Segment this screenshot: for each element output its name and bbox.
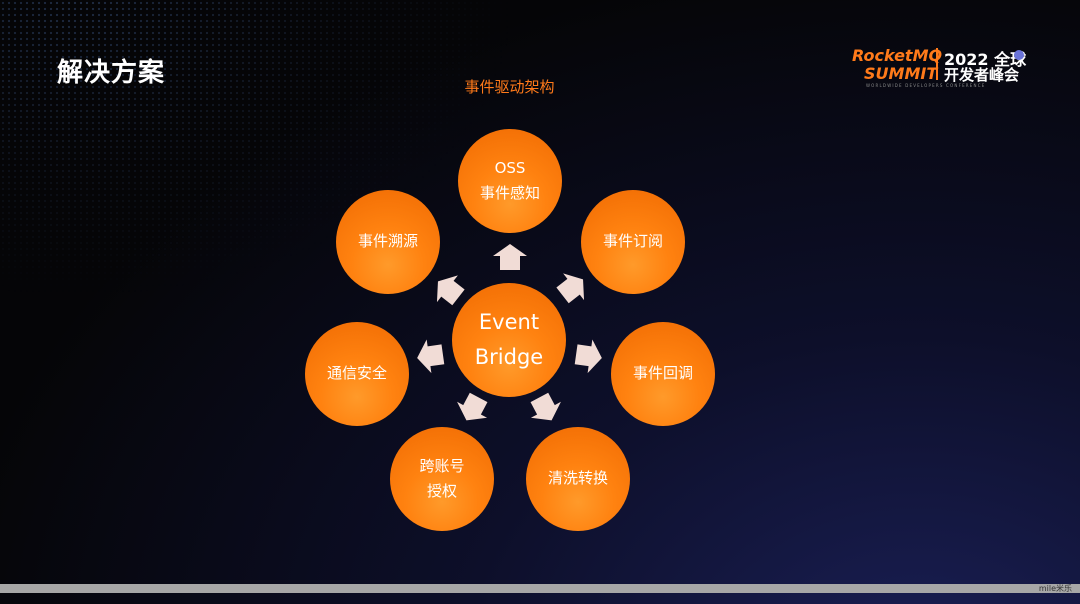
watermark-text: mile米乐 bbox=[1038, 584, 1072, 593]
logo-event-text: 开发者峰会 bbox=[944, 66, 1020, 84]
event-callback-node: 事件回调 bbox=[611, 322, 715, 426]
node-label-line1: 跨账号 bbox=[419, 456, 465, 475]
logo-summit-text: SUMMIT bbox=[864, 64, 938, 83]
arrow-up-icon bbox=[493, 244, 527, 270]
node-label-line2: 授权 bbox=[426, 482, 457, 500]
node-label: 清洗转换 bbox=[547, 469, 608, 488]
node-label: 事件溯源 bbox=[357, 232, 418, 251]
logo-divider bbox=[936, 48, 938, 80]
communication-security-node: 通信安全 bbox=[305, 322, 409, 426]
node-label-line1: OSS bbox=[494, 158, 526, 177]
arrow-right-icon bbox=[574, 339, 602, 374]
event-subscription-node: 事件订阅 bbox=[581, 190, 685, 294]
arrow-downleft-icon bbox=[457, 392, 488, 421]
node-label-line2: 事件感知 bbox=[479, 184, 540, 202]
logo-year-text: 2022 全球 bbox=[944, 50, 1027, 69]
rocketmq-summit-logo: RocketMQ SUMMIT 2022 全球 开发者峰会 WORLDWIDE … bbox=[852, 46, 1032, 90]
logo-subtitle: WORLDWIDE DEVELOPERS CONFERENCE bbox=[866, 83, 986, 88]
arrow-downright-icon bbox=[530, 392, 561, 421]
event-tracing-node: 事件溯源 bbox=[336, 190, 440, 294]
event-bridge-node: Event Bridge bbox=[452, 283, 566, 397]
cleansing-transformation-node: 清洗转换 bbox=[526, 427, 630, 531]
cross-account-authorization-node: 跨账号 授权 bbox=[390, 427, 494, 531]
logo-rocketmq-text: RocketMQ bbox=[852, 46, 943, 65]
footer-bar bbox=[0, 584, 1080, 593]
node-label: 通信安全 bbox=[326, 364, 387, 383]
node-label: 事件订阅 bbox=[602, 232, 663, 251]
oss-event-awareness-node: OSS 事件感知 bbox=[458, 129, 562, 233]
arrow-left-icon bbox=[417, 339, 445, 374]
arrow-upright-icon bbox=[556, 273, 585, 304]
planet-icon bbox=[1014, 50, 1024, 60]
event-bridge-label-line1: Event bbox=[478, 310, 540, 335]
diagram-title: 事件驱动架构 bbox=[464, 78, 555, 96]
node-label: 事件回调 bbox=[632, 364, 693, 383]
arrow-upleft-icon bbox=[436, 275, 465, 306]
page-title: 解决方案 bbox=[57, 58, 166, 88]
event-bridge-label-line2: Bridge bbox=[474, 345, 544, 369]
